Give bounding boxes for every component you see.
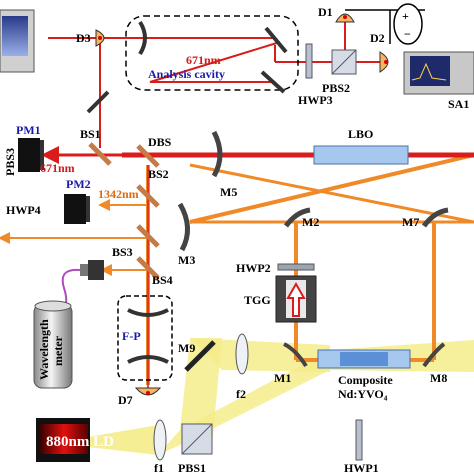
red-wavelength-label: 671nm — [40, 161, 75, 175]
cavity-name-label: Analysis cavity — [148, 67, 225, 81]
mirror-m1 — [283, 342, 308, 368]
bs3-label: BS3 — [112, 245, 133, 259]
sa1-label: SA1 — [448, 97, 469, 111]
m8-label: M8 — [430, 371, 447, 385]
mirror-m9 — [184, 340, 216, 372]
bs4-splitter — [136, 256, 160, 280]
pm2-label: PM2 — [66, 177, 91, 191]
lens-f2 — [235, 333, 249, 375]
fp-label: F-P — [122, 329, 141, 343]
wavelength-meter-label-2: meter — [51, 335, 65, 366]
hwp4-label: HWP4 — [6, 203, 41, 217]
m3-label: M3 — [178, 253, 195, 267]
mirror-m3 — [177, 202, 190, 252]
pbs1-label: PBS1 — [178, 461, 206, 474]
mirror-m8 — [422, 342, 446, 368]
svg-text:−: − — [404, 27, 411, 41]
bs4-label: BS4 — [152, 273, 173, 287]
detector-d7-icon — [134, 387, 162, 396]
tgg-label: TGG — [244, 293, 271, 307]
bs1-label: BS1 — [80, 127, 101, 141]
mirror-m5 — [211, 130, 223, 178]
wavelength-meter — [33, 300, 73, 389]
hwp1-plate — [355, 419, 363, 461]
mirror-m2 — [283, 207, 311, 228]
fp-box — [117, 295, 173, 381]
lbo-label: LBO — [348, 127, 373, 141]
fp-mirror-top — [127, 308, 169, 317]
crystal-label-2: Nd:YVO₄ — [338, 387, 388, 401]
bs2-label: BS2 — [148, 167, 169, 181]
detector-d2-icon — [379, 51, 389, 73]
wavelength-meter-label-1: Wavelength — [37, 319, 51, 380]
d7-label: D7 — [118, 393, 133, 407]
m2-label: M2 — [302, 215, 319, 229]
dbs-label: DBS — [148, 135, 172, 149]
d1-label: D1 — [318, 5, 333, 19]
ir-wavelength-label: 1342nm — [98, 187, 139, 201]
power-meter-pm2 — [64, 194, 90, 224]
analysis-cavity-box — [125, 15, 299, 91]
hwp2-plate — [277, 263, 315, 271]
lbo-crystal — [313, 145, 409, 165]
pbs2-label: PBS2 — [322, 81, 350, 95]
detector-d3-icon — [95, 29, 105, 47]
d2-label: D2 — [370, 31, 385, 45]
fp-mirror-bottom — [127, 355, 169, 364]
red-beam — [41, 22, 474, 390]
hwp3-plate — [305, 43, 313, 79]
fiber-coupler-icon — [80, 260, 104, 280]
bs3-splitter — [136, 224, 160, 248]
pbs3-label: PBS3 — [3, 148, 17, 176]
pm1-label: PM1 — [16, 123, 41, 137]
cavity-mirror-left — [138, 20, 147, 56]
m9-label: M9 — [178, 341, 195, 355]
oscilloscope-monitor — [0, 9, 35, 73]
hwp3-label: HWP3 — [298, 93, 333, 107]
nd-yvo4-crystal — [317, 349, 411, 369]
pbs1-cube — [181, 423, 213, 455]
cavity-mirror-bottom-right — [260, 70, 286, 94]
m5-label: M5 — [220, 185, 237, 199]
detector-d1-icon — [335, 13, 355, 23]
cavity-mirror-top-right — [264, 26, 288, 54]
hwp1-label: HWP1 — [344, 461, 379, 474]
f1-label: f1 — [154, 461, 164, 474]
pump-laser-diode — [36, 418, 90, 462]
cavity-wavelength-label: 671nm — [186, 53, 221, 67]
lens-f1 — [153, 419, 167, 461]
m7-label: M7 — [402, 215, 419, 229]
crystal-label-1: Composite — [338, 373, 393, 387]
mirror-top-left — [86, 90, 110, 114]
f2-label: f2 — [236, 387, 246, 401]
dbs-splitter — [136, 144, 160, 168]
tgg-rotator — [275, 275, 317, 323]
svg-text:+: + — [402, 9, 409, 23]
bs1-splitter — [88, 142, 112, 166]
hwp2-label: HWP2 — [236, 261, 271, 275]
mirror-m7 — [421, 207, 449, 228]
subtractor-icon: + − — [393, 3, 423, 45]
power-meter-pm1 — [18, 138, 44, 172]
bs2-splitter — [136, 184, 160, 208]
ld-label: 880nm LD — [46, 434, 114, 450]
d3-label: D3 — [76, 31, 91, 45]
spectrum-analyzer-sa1 — [403, 51, 474, 95]
m1-label: M1 — [274, 371, 291, 385]
